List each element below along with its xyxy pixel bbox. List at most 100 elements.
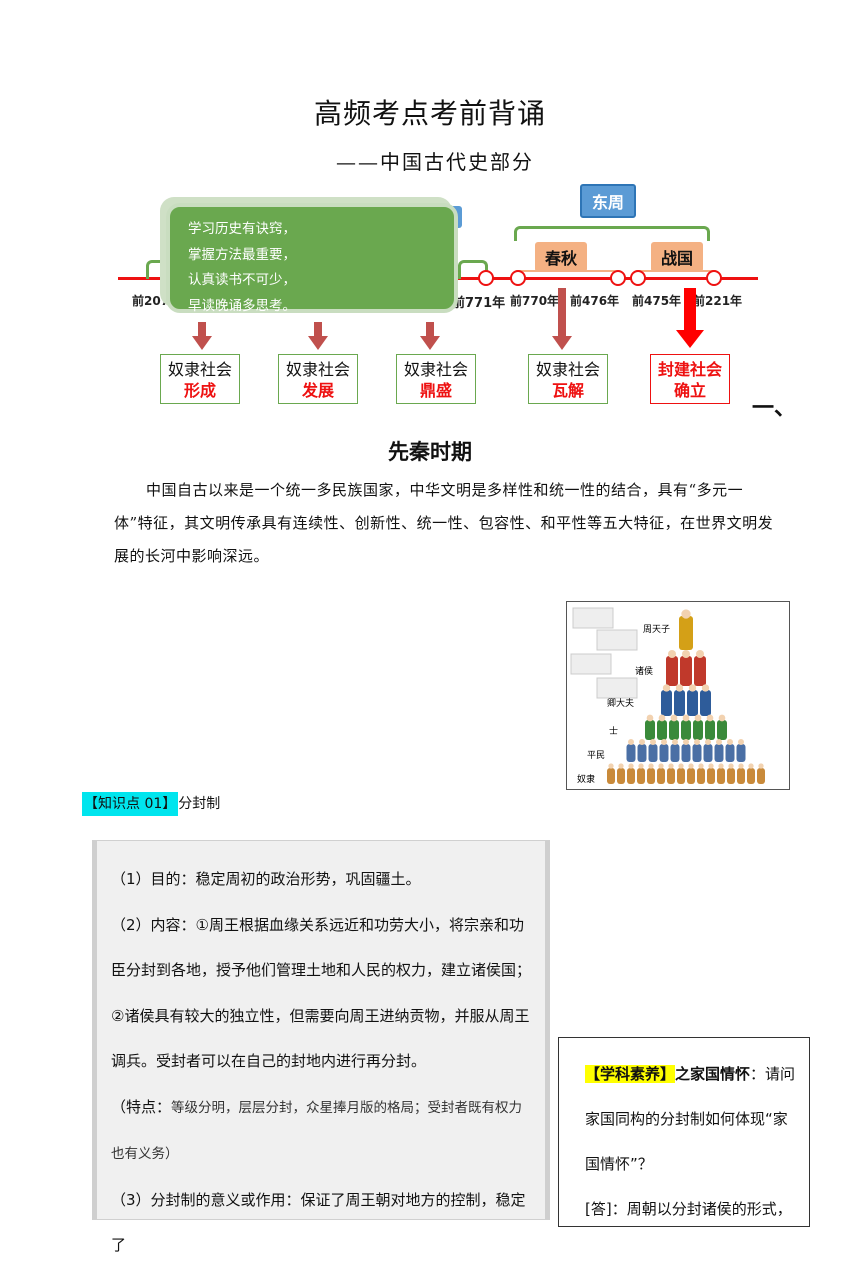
pyramid-figure xyxy=(687,768,695,784)
down-arrow-icon xyxy=(192,336,212,350)
year-label: 前771年 xyxy=(452,296,506,311)
pyramid-figure-head xyxy=(688,763,694,769)
pyramid-figure xyxy=(657,720,667,740)
level-label: 周天子 xyxy=(643,624,670,635)
pyramid-figure-head xyxy=(696,650,704,658)
timeline-dot xyxy=(510,270,526,286)
down-arrow-icon xyxy=(676,330,704,348)
pyramid-figure-head xyxy=(748,763,754,769)
pyramid-figure xyxy=(659,744,669,762)
pyramid-figure xyxy=(681,744,691,762)
pyramid-figure xyxy=(607,768,615,784)
pyramid-figure-head xyxy=(682,714,690,722)
pyramid-figure xyxy=(667,768,675,784)
chunqiu-brace xyxy=(512,270,620,280)
year-label: 前221年 xyxy=(693,294,743,308)
pyramid-figure-head xyxy=(648,763,654,769)
dongzhou-brace xyxy=(514,226,710,241)
pyramid-figure-head xyxy=(670,714,678,722)
timeline-dot xyxy=(478,270,494,286)
hierarchy-pyramid-svg: 周天子 诸侯 卿大夫 士 平民 奴隶 xyxy=(570,607,765,785)
pyramid-figure-head xyxy=(698,763,704,769)
timeline-dot xyxy=(610,270,626,286)
pyramid-figure-head xyxy=(668,763,674,769)
era-dongzhou: 东周 xyxy=(580,184,637,218)
pyramid-figure-head xyxy=(661,739,667,745)
pyramid-figure xyxy=(681,720,691,740)
pyramid-figure xyxy=(670,744,680,762)
pyramid-figure xyxy=(714,744,724,762)
pyramid-figure-head xyxy=(718,763,724,769)
literacy-question: ：请问家国同构的分封制如何体现“家国情怀”？ xyxy=(585,1065,796,1173)
stage-box: 奴隶社会发展 xyxy=(278,354,358,404)
pyramid-figure-head xyxy=(628,739,634,745)
verse-line: 认真读书不可少，早读晚诵多思考。 xyxy=(188,272,296,314)
down-arrow-icon xyxy=(308,336,328,350)
pyramid-figure xyxy=(680,656,692,686)
literacy-topic: 之家国情怀 xyxy=(675,1065,751,1083)
stage-box: 奴隶社会瓦解 xyxy=(528,354,608,404)
literacy-box: 【学科素养】之家国情怀：请问家国同构的分封制如何体现“家国情怀”？ [答]：周朝… xyxy=(558,1037,810,1227)
arrow-shaft xyxy=(558,288,566,336)
pyramid-figure-head xyxy=(658,714,666,722)
level-label: 卿大夫 xyxy=(607,697,634,709)
pyramid-figure-head xyxy=(668,650,676,658)
pyramid-figure xyxy=(687,690,698,716)
pyramid-figure-head xyxy=(694,739,700,745)
content-item: （1）目的：稳定周初的政治形势，巩固疆土。 xyxy=(111,870,421,888)
pyramid-figure-head xyxy=(688,684,697,692)
pyramid-figure xyxy=(627,768,635,784)
pyramid-figure-head xyxy=(682,650,690,658)
pyramid-figure-head xyxy=(658,763,664,769)
pyramid-figure-head xyxy=(675,684,684,692)
timeline-dot xyxy=(706,270,722,286)
stage-box: 奴隶社会鼎盛 xyxy=(396,354,476,404)
knowledge-point-name: 分封制 xyxy=(178,796,221,812)
pyramid-figure xyxy=(736,744,746,762)
feudal-hierarchy-image: 周天子 诸侯 卿大夫 士 平民 奴隶 xyxy=(566,601,790,790)
answer-label: [答] xyxy=(585,1200,612,1218)
pyramid-figure-head xyxy=(705,739,711,745)
pyramid-figure-head xyxy=(638,763,644,769)
study-verse-box: 学习历史有诀窍，掌握方法最重要， 认真读书不可少，早读晚诵多思考。 历史脉络要理… xyxy=(166,203,458,416)
pyramid-figure xyxy=(679,616,693,650)
pyramid-figure xyxy=(727,768,735,784)
pyramid-figure-head xyxy=(683,739,689,745)
pyramid-figure-head xyxy=(728,763,734,769)
arrow-shaft xyxy=(198,322,206,336)
pyramid-figure xyxy=(697,768,705,784)
literacy-tag: 【学科素养】 xyxy=(585,1065,676,1083)
pyramid-figure xyxy=(692,744,702,762)
pyramid-figure xyxy=(647,768,655,784)
pyramid-figure-head xyxy=(708,763,714,769)
pyramid-figure xyxy=(757,768,765,784)
year-label: 前207 xyxy=(132,294,170,308)
level-label: 士 xyxy=(609,725,618,737)
year-label: 前770年 xyxy=(510,294,560,308)
level-label: 奴隶 xyxy=(577,773,595,785)
pyramid-figure-head xyxy=(672,739,678,745)
pyramid-figure-head xyxy=(738,763,744,769)
pyramid-figure xyxy=(626,744,636,762)
pyramid-figure xyxy=(657,768,665,784)
knowledge-point-heading: 【知识点 01】分封制 xyxy=(82,792,221,816)
pyramid-figure xyxy=(747,768,755,784)
pyramid-figure xyxy=(661,690,672,716)
knowledge-point-tag: 【知识点 01】 xyxy=(82,792,179,816)
arrow-shaft xyxy=(426,322,434,336)
pyramid-figure-head xyxy=(681,609,691,619)
pyramid-figure xyxy=(637,768,645,784)
down-arrow-icon xyxy=(420,336,440,350)
arrow-shaft xyxy=(314,322,322,336)
fengjian-content-box: （1）目的：稳定周初的政治形势，巩固疆土。 （2）内容：①周王根据血缘关系远近和… xyxy=(92,840,550,1254)
content-item: （2）内容：①周王根据血缘关系远近和功劳大小，将宗亲和功臣分封到各地，授予他们管… xyxy=(111,915,532,1071)
pyramid-figure xyxy=(737,768,745,784)
timeline-figure: 东周 春秋 战国 前207 前771年 前770年 前476年 前475年 前2… xyxy=(118,180,758,416)
pyramid-figure xyxy=(669,720,679,740)
pyramid-figure xyxy=(705,720,715,740)
down-arrow-icon xyxy=(552,336,572,350)
pyramid-figure-head xyxy=(701,684,710,692)
pyramid-figure xyxy=(677,768,685,784)
pyramid-figure-head xyxy=(727,739,733,745)
level-label: 诸侯 xyxy=(635,665,653,677)
